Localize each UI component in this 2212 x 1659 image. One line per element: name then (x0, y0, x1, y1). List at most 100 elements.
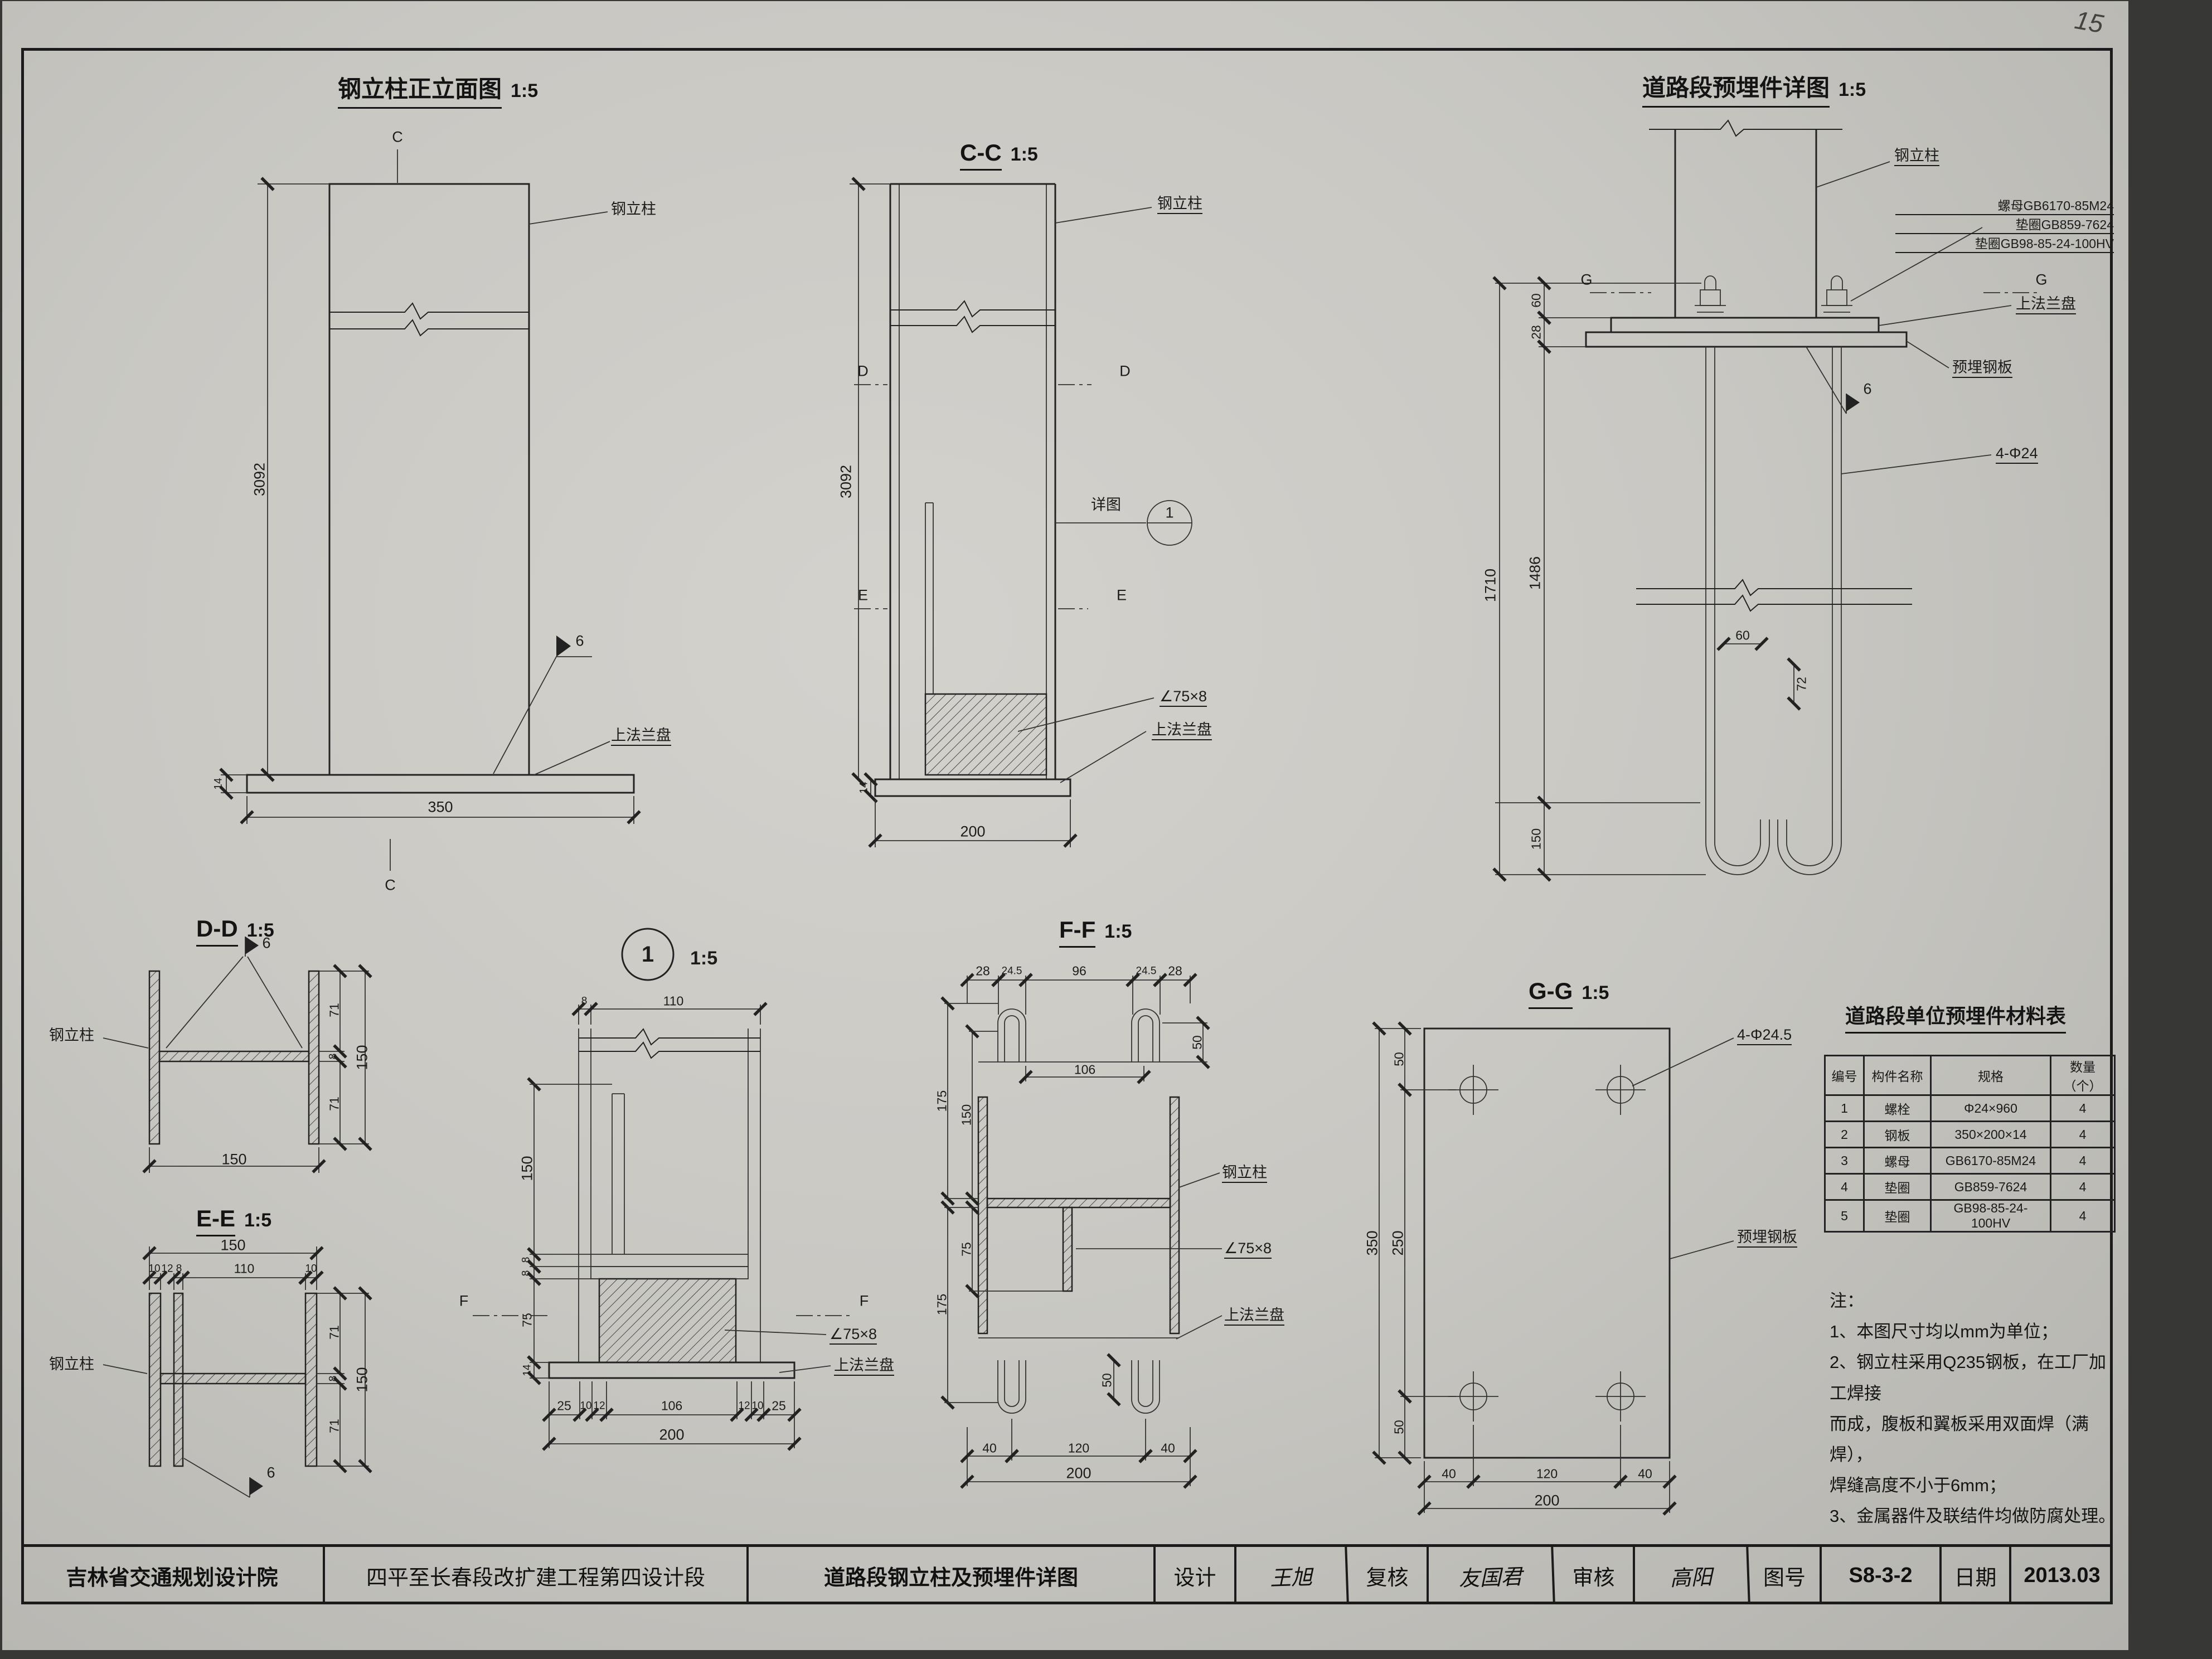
ff-flange-label: 上法兰盘 (1224, 1308, 1284, 1326)
front-section-mark-c-bottom: C (385, 876, 396, 894)
detail-1-drawing (473, 928, 854, 1451)
ff-dim-96: 96 (1072, 963, 1086, 978)
embed-washer1-spec: 垫圈GB859-7624 (1895, 219, 2114, 234)
dd-dim-150-right: 150 (353, 1045, 371, 1070)
detail1-dim-14: 14 (521, 1364, 533, 1376)
section-ff-drawing (940, 973, 1223, 1489)
material-table-header-row: 编号 构件名称 规格 数量（个） (1824, 1055, 2116, 1096)
ff-dim-175-bottom: 175 (934, 1293, 949, 1316)
cc-dim-200: 200 (960, 823, 986, 840)
detail1-dim-150: 150 (518, 1156, 536, 1181)
drawing-no-value: S8-3-2 (1822, 1547, 1942, 1604)
ff-dim-28-left: 28 (976, 963, 990, 978)
dd-dim-150-bottom: 150 (221, 1151, 247, 1168)
dd-dim-8: 8 (327, 1053, 339, 1060)
ee-dim-10-left: 10 (148, 1263, 161, 1275)
front-dim-3092: 3092 (251, 462, 268, 497)
cc-angle-label: ∠75×8 (1160, 689, 1207, 707)
detail1-dim-12-left: 12 (593, 1400, 605, 1412)
embed-dim-150: 150 (1529, 828, 1544, 850)
ff-dim-200: 200 (1066, 1464, 1092, 1482)
cc-mark-d-left: D (857, 362, 869, 380)
cell: 3 (1824, 1147, 1865, 1175)
ff-column-label: 钢立柱 (1222, 1165, 1267, 1183)
cell: 5 (1824, 1199, 1865, 1233)
detail1-bubble-number: 1 (641, 942, 654, 967)
detail1-scale: 1:5 (690, 948, 718, 969)
drawing-border-frame (21, 48, 2113, 1604)
embed-column-label: 钢立柱 (1894, 148, 1939, 166)
ff-dim-150: 150 (959, 1104, 974, 1126)
gg-dim-40-right: 40 (1638, 1466, 1652, 1481)
table-row: 3 螺母 GB6170-85M24 4 (1824, 1147, 2116, 1175)
detail1-dim-10-left: 10 (580, 1400, 592, 1412)
project-name: 四平至长春段改扩建工程第四设计段 (325, 1547, 749, 1604)
ee-weld-size: 6 (266, 1464, 275, 1481)
design-institute: 吉林省交通规划设计院 (21, 1547, 325, 1604)
embed-mark-g-right: G (2035, 271, 2048, 288)
ee-dim-8-web: 8 (327, 1375, 339, 1382)
ff-angle-label: ∠75×8 (1224, 1241, 1272, 1259)
embed-dim-28: 28 (1529, 325, 1544, 339)
ee-dim-150-top: 150 (220, 1236, 246, 1254)
cell: 钢板 (1863, 1120, 1932, 1148)
cell: 2 (1824, 1120, 1865, 1148)
embed-bolts-label: 4-Φ24 (1996, 446, 2038, 464)
ee-dim-10-right: 10 (305, 1263, 317, 1275)
detail1-angle-label: ∠75×8 (830, 1327, 877, 1345)
cell: 4 (2050, 1147, 2116, 1175)
material-table: 编号 构件名称 规格 数量（个） 1 螺栓 Φ24×960 4 2 钢板 350… (1824, 1055, 2116, 1233)
front-column-label: 钢立柱 (611, 201, 656, 217)
general-notes: 注： 1、本图尺寸均以mm为单位； 2、钢立柱采用Q235钢板，在工厂加工焊接 … (1830, 1291, 2116, 1526)
cell: 4 (2050, 1199, 2116, 1233)
section-ee-drawing (103, 1246, 372, 1498)
gg-dim-50-bottom: 50 (1391, 1420, 1406, 1434)
front-dim-14: 14 (212, 778, 225, 790)
embed-nut-spec: 螺母GB6170-85M24 (1895, 200, 2114, 215)
col-number: 编号 (1824, 1055, 1865, 1096)
detail1-dim-25-right: 25 (772, 1398, 786, 1413)
embed-dim-1710: 1710 (1482, 568, 1499, 603)
detail1-dim-200: 200 (659, 1426, 685, 1443)
ff-dim-75: 75 (959, 1242, 974, 1257)
cell: GB6170-85M24 (1930, 1147, 2051, 1175)
checker-signature: 友国君 (1428, 1545, 1555, 1607)
material-table-title: 道路段单位预埋件材料表 (1845, 1000, 2067, 1034)
col-qty: 数量（个） (2050, 1055, 2116, 1096)
ff-dim-40-right: 40 (1161, 1440, 1175, 1456)
front-section-mark-c-top: C (392, 128, 403, 145)
embed-dim-hook-60: 60 (1735, 628, 1750, 643)
embed-plate-label: 预埋钢板 (1952, 360, 2012, 378)
cell: 4 (2050, 1173, 2116, 1201)
cell: 螺栓 (1863, 1094, 1932, 1122)
gg-dim-250: 250 (1389, 1230, 1406, 1256)
front-dim-350: 350 (428, 798, 453, 816)
cc-mark-e-right: E (1116, 586, 1127, 604)
embed-mark-g-left: G (1580, 271, 1593, 288)
detail1-dim-12-right: 12 (738, 1400, 750, 1412)
detail1-dim-25-left: 25 (557, 1398, 571, 1413)
embed-washer2-spec: 垫圈GB98-85-24-100HV (1895, 237, 2114, 253)
embedded-part-drawing (1492, 119, 2038, 882)
section-cc-drawing (850, 177, 1192, 848)
table-row: 5 垫圈 GB98-85-24-100HV 4 (1824, 1199, 2116, 1233)
cell: 4 (2050, 1120, 2116, 1148)
ee-dim-71-top: 71 (327, 1325, 342, 1340)
front-flange-label: 上法兰盘 (611, 728, 671, 746)
ee-column-label: 钢立柱 (49, 1356, 94, 1372)
dd-weld-size: 6 (262, 934, 271, 952)
sheet-title: 道路段钢立柱及预埋件详图 (749, 1547, 1156, 1604)
cell: 4 (2050, 1094, 2116, 1122)
designer-signature: 王旭 (1235, 1545, 1349, 1607)
detail1-mark-f-left: F (459, 1292, 469, 1309)
embed-dim-60: 60 (1529, 293, 1544, 308)
ff-dim-28-right: 28 (1168, 963, 1182, 978)
col-component: 构件名称 (1863, 1055, 1932, 1096)
gg-holes-label: 4-Φ24.5 (1737, 1027, 1792, 1045)
